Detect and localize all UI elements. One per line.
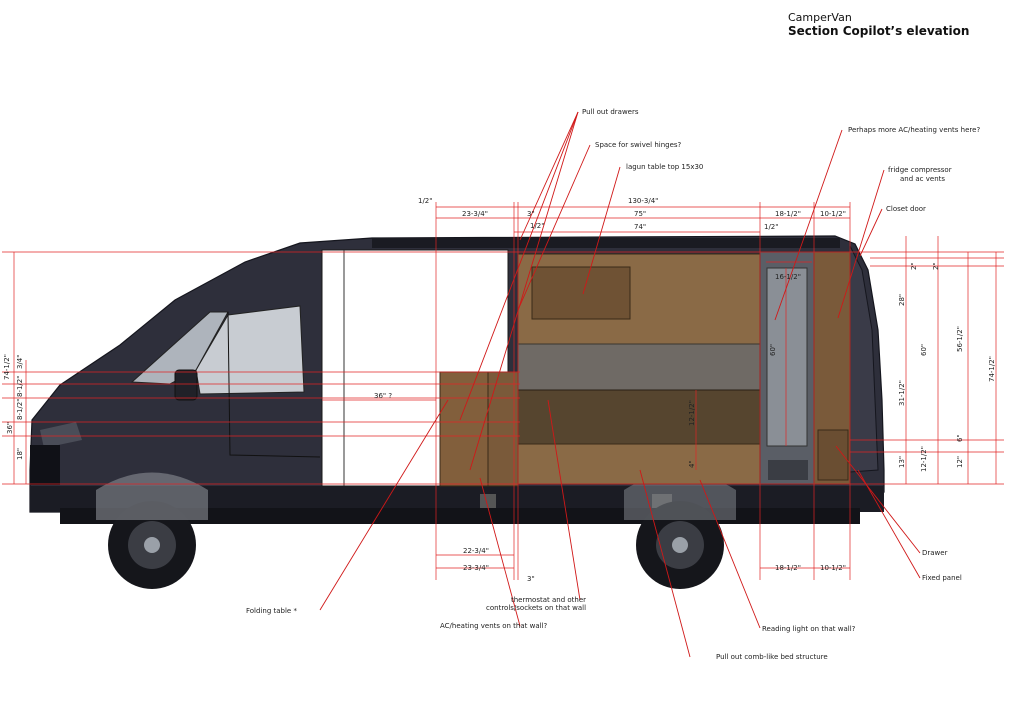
dim-top-130-3-4: 130-3/4" — [628, 197, 658, 205]
label-ac-vents-wall: AC/heating vents on that wall? — [440, 622, 548, 630]
dim-right-2-a: 2" — [910, 262, 918, 270]
label-thermostat-line1: thermostat and other — [511, 596, 586, 604]
dim-right-2-b: 2" — [932, 262, 940, 270]
dim-top-3: 3" — [527, 210, 535, 218]
dimensions-top: 1/2" 130-3/4" 23-3/4" 3" 75" 18-1/2" 10-… — [418, 197, 846, 231]
dim-right-12: 12" — [956, 456, 964, 468]
leader-lines — [319, 111, 921, 658]
dim-right-6: 6" — [956, 434, 964, 442]
title-line2: Section Copilot’s elevation — [788, 24, 969, 38]
label-swivel-hinges: Space for swivel hinges? — [595, 141, 682, 149]
dim-int-16-1-2: 16-1/2" — [775, 273, 801, 281]
dim-right-28: 28" — [898, 294, 906, 306]
dim-right-13: 13" — [898, 456, 906, 468]
dim-left-74-1-2: 74-1/2" — [3, 354, 11, 380]
dim-top-half-a: 1/2" — [530, 222, 545, 230]
dim-left-3-4: 3/4" — [16, 355, 24, 370]
label-drawer: Drawer — [922, 549, 948, 557]
front-wheel — [108, 501, 196, 589]
dim-left-8-1-2-b: 8-1/2" — [16, 399, 24, 420]
dim-int-36-q: 36" ? — [374, 392, 392, 400]
label-thermostat-line2: controls/sockets on that wall — [486, 604, 586, 612]
dim-int-12-1-2-bed: 12-1/2" — [688, 400, 696, 426]
dim-right-12-1-2: 12-1/2" — [920, 446, 928, 472]
label-pull-out-drawers: Pull out drawers — [582, 108, 639, 116]
dim-right-31-1-2: 31-1/2" — [898, 380, 906, 406]
dim-top-18-1-2: 18-1/2" — [775, 210, 801, 218]
dim-top-half-b: 1/2" — [764, 223, 779, 231]
dim-left-36: 36" — [6, 422, 14, 434]
dim-top-23-3-4: 23-3/4" — [462, 210, 488, 218]
dim-bottom-22-3-4: 22-3/4" — [463, 547, 489, 555]
title-line1: CamperVan — [788, 11, 852, 24]
label-fixed-panel: Fixed panel — [922, 574, 962, 582]
dim-bottom-3: 3" — [527, 575, 535, 583]
dimension-lines — [2, 202, 1004, 580]
dim-right-60: 60" — [920, 344, 928, 356]
annotations: Pull out drawers Space for swivel hinges… — [246, 108, 980, 661]
label-fridge-line2: and ac vents — [900, 175, 945, 183]
label-closet-door: Closet door — [886, 205, 926, 213]
dim-bottom-10-1-2: 10-1/2" — [820, 564, 846, 572]
dim-left-18: 18" — [16, 448, 24, 460]
dim-top-10-1-2: 10-1/2" — [820, 210, 846, 218]
rear-wheel — [636, 501, 724, 589]
dim-top-75: 75" — [634, 210, 646, 218]
dim-right-74-1-2: 74-1/2" — [988, 356, 996, 382]
label-folding-table: Folding table * — [246, 607, 297, 615]
dim-left-8-1-2-a: 8-1/2" — [16, 376, 24, 397]
dimensions-bottom: 22-3/4" 23-3/4" 3" 18-1/2" 10-1/2" — [463, 547, 846, 583]
interior-furniture — [439, 251, 851, 487]
dim-bottom-18-1-2: 18-1/2" — [775, 564, 801, 572]
dim-bottom-23-3-4: 23-3/4" — [463, 564, 489, 572]
label-fridge-line1: fridge compressor — [888, 166, 952, 174]
label-bed-structure: Pull out comb-like bed structure — [716, 653, 828, 661]
dim-int-60-closet: 60" — [769, 344, 777, 356]
dimensions-left: 74-1/2" 3/4" 8-1/2" 8-1/2" 36" 18" — [3, 354, 24, 460]
label-ac-vents-here: Perhaps more AC/heating vents here? — [848, 126, 980, 134]
dimensions-interior: 16-1/2" 60" 36" ? 12-1/2" 4" — [374, 273, 801, 468]
dimensions-right: 2" 2" 28" 56-1/2" 74-1/2" 60" 31-1/2" 6"… — [898, 262, 996, 472]
label-lagun-table: lagun table top 15x30 — [626, 163, 703, 171]
dim-int-4: 4" — [688, 460, 696, 468]
label-reading-light: Reading light on that wall? — [762, 625, 856, 633]
dim-top-74: 74" — [634, 223, 646, 231]
dim-top-half-left: 1/2" — [418, 197, 433, 205]
dim-right-56-1-2: 56-1/2" — [956, 326, 964, 352]
